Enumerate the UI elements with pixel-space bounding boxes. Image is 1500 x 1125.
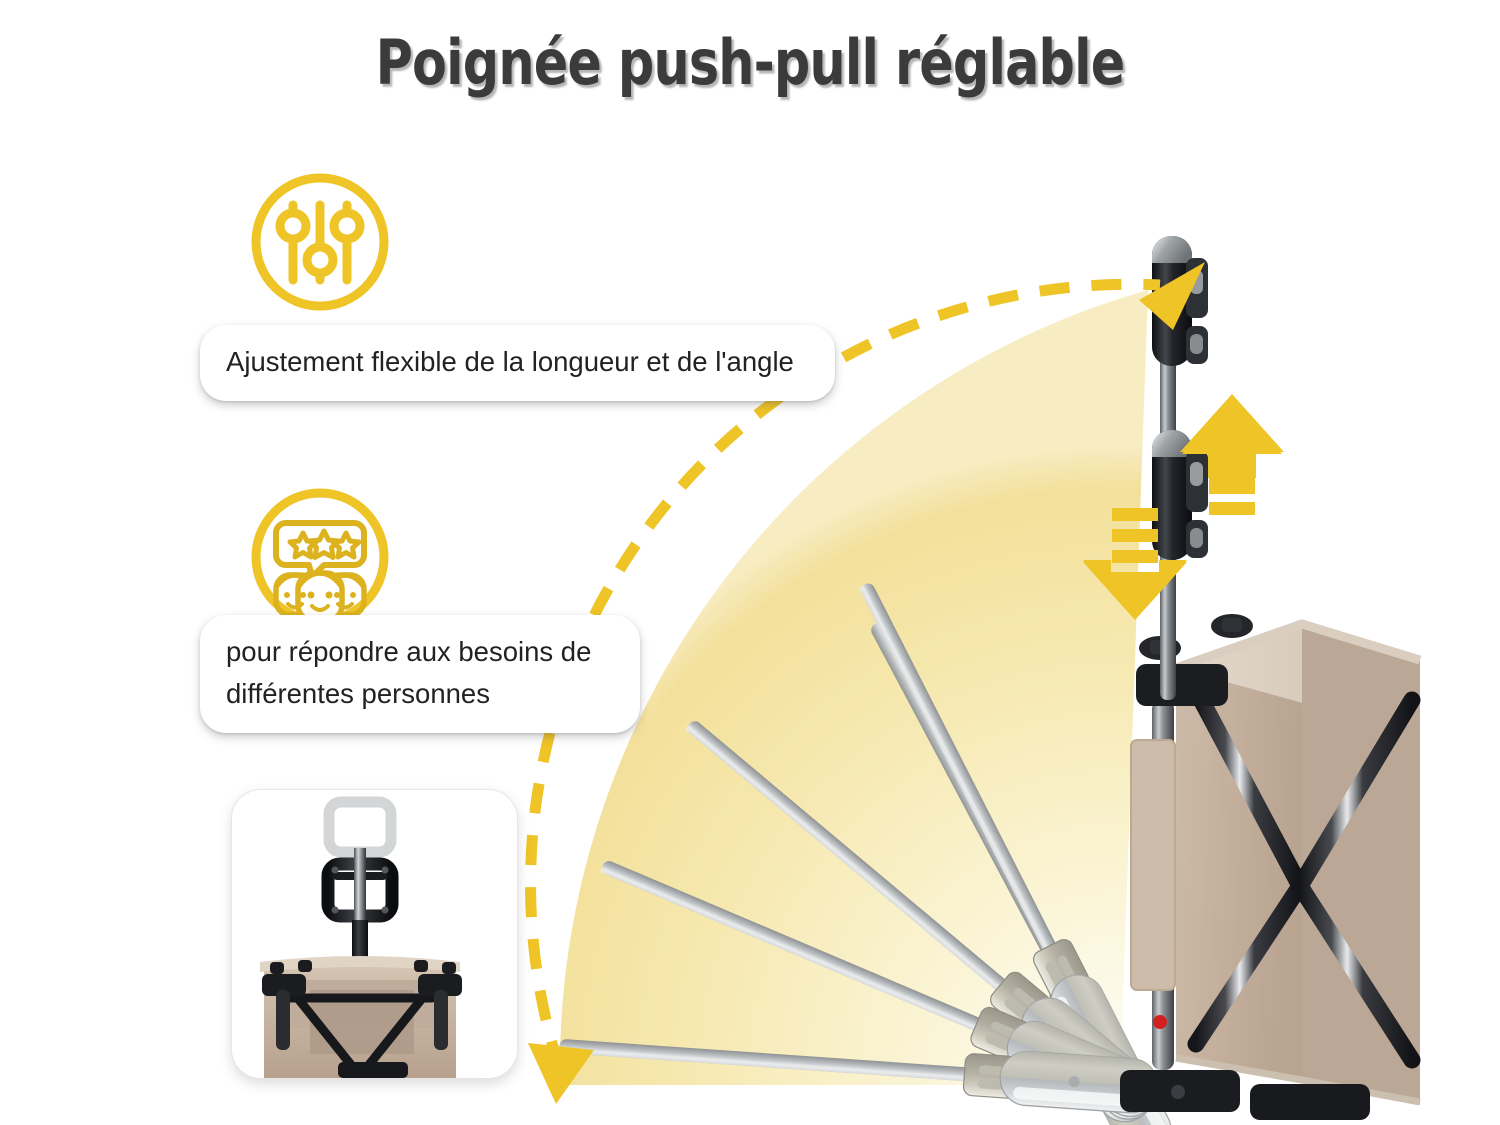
feature-callout-people: pour répondre aux besoins de différentes… [200, 615, 640, 733]
release-button-red [1153, 1015, 1167, 1029]
arc-arrowhead-bottom [528, 1043, 594, 1104]
sweep-arc-dashed [525, 278, 1161, 1072]
cart-x-frame [1187, 681, 1421, 1069]
extend-up-arrow-head [1180, 394, 1284, 478]
inset-illustration [232, 790, 517, 1078]
cart-left-post [1130, 700, 1176, 1070]
handle-grip-lower [1152, 430, 1208, 560]
feature-callout-adjustment: Ajustement flexible de la longueur et de… [200, 325, 835, 401]
sliders-icon [251, 173, 389, 311]
page-title: Poignée push-pull réglable [375, 26, 1126, 99]
cart-fabric-body [1174, 619, 1422, 1106]
retract-down-arrow-head [1083, 562, 1187, 620]
telescoping-handle-inset-photo [231, 789, 518, 1079]
cart-bottom-bracket [1120, 1070, 1370, 1120]
arc-arrowhead-top [1139, 262, 1205, 330]
